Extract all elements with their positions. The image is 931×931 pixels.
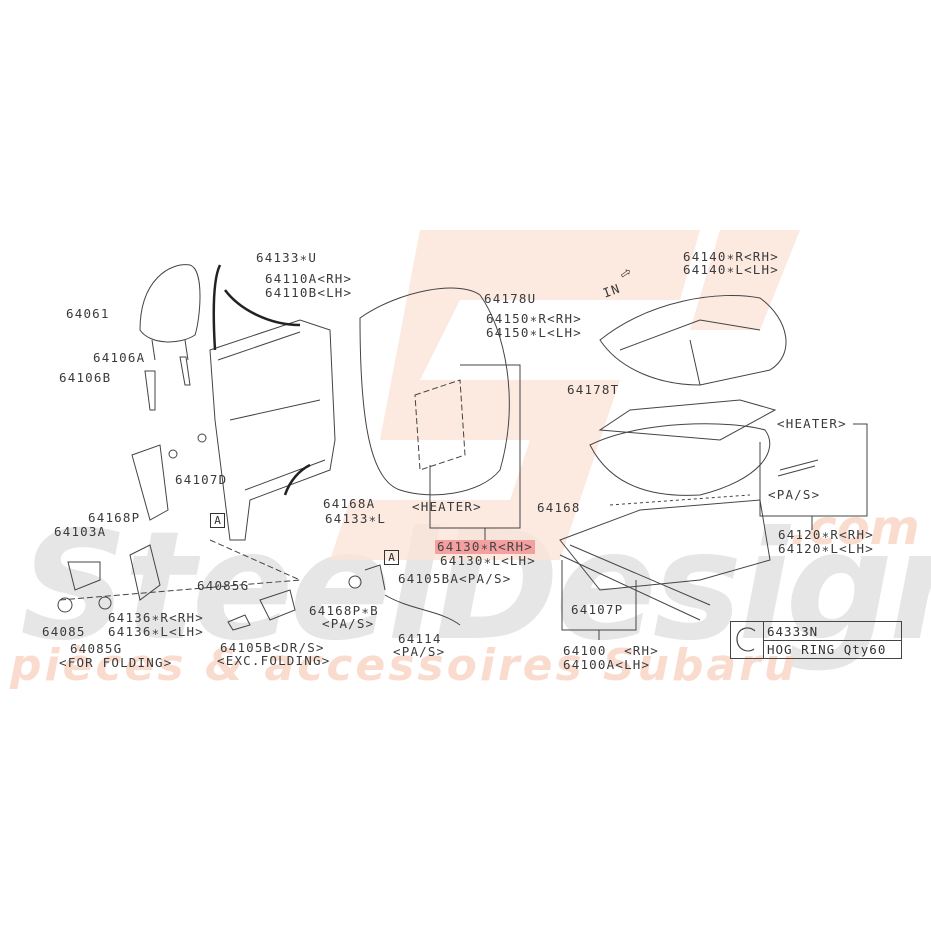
label-64168pb: 64168P∗B [309, 603, 379, 618]
label-64150l: 64150∗L<LH> [486, 325, 582, 340]
seat-heater-mat [598, 399, 777, 441]
label-64133u: 64133∗U [256, 250, 318, 265]
seat-cushion-frame [559, 499, 771, 591]
label-64140l: 64140∗L<LH> [683, 262, 779, 277]
label-64178u: 64178U [484, 291, 537, 306]
label-64110b: 64110B<LH> [265, 285, 353, 300]
label-heater-cushion: <HEATER> [777, 416, 847, 431]
hog-ring-table: 64333N HOG RING Qty60 [730, 621, 902, 659]
label-pas-64168pb: <PA/S> [322, 616, 375, 631]
label-64106a: 64106A [93, 350, 146, 365]
label-64168a: 64168A [323, 496, 376, 511]
label-64168p: 64168P [88, 510, 141, 525]
label-64120l: 64120∗L<LH> [778, 541, 874, 556]
label-pas-64114: <PA/S> [393, 644, 446, 659]
label-64105ba: 64105BA<PA/S> [398, 571, 512, 586]
lever-handle [67, 561, 101, 591]
label-64140r: 64140∗R<RH> [683, 249, 779, 264]
label-64107p: 64107P [571, 602, 624, 617]
cable [384, 594, 461, 626]
label-64061: 64061 [66, 306, 110, 321]
hog-ring-icon [731, 622, 764, 658]
label-64120r: 64120∗R<RH> [778, 527, 874, 542]
label-for-folding: <FOR FOLDING> [59, 655, 173, 670]
label-64136l: 64136∗L<LH> [108, 624, 204, 639]
watermark-tagline: pièces & accessoires Subaru [10, 640, 799, 691]
label-64110a: 64110A<RH> [265, 271, 353, 286]
label-64085g-upper: 64085G [197, 578, 250, 593]
hog-ring-part-number: 64333N [767, 624, 819, 639]
label-64133l: 64133∗L [325, 511, 387, 526]
seat-cushion-pad [589, 423, 771, 496]
label-heater-back: <HEATER> [412, 499, 482, 514]
label-pas-cushion: <PA/S> [768, 487, 821, 502]
reference-mark-a: A [210, 513, 225, 528]
side-pad [131, 444, 169, 521]
hog-ring-description: HOG RING Qty60 [767, 642, 887, 657]
seat-cushion-cover [599, 294, 787, 386]
label-64105b: 64105B<DR/S> [220, 640, 325, 655]
seat-back-frame [209, 319, 336, 541]
reference-mark-a: A [384, 550, 399, 565]
label-exc-folding: <EXC.FOLDING> [217, 653, 331, 668]
headrest [139, 264, 201, 343]
label-64114: 64114 [398, 631, 442, 646]
label-64100a: 64100A<LH> [563, 657, 651, 672]
label-64100: 64100 <RH> [563, 643, 659, 658]
label-64106b: 64106B [59, 370, 112, 385]
label-64103a: 64103A [54, 524, 107, 539]
label-64085g-lower: 64085G [70, 641, 123, 656]
label-64136r: 64136∗R<RH> [108, 610, 204, 625]
label-64178t: 64178T [567, 382, 620, 397]
label-64130r-highlighted[interactable]: 64130∗R<RH> [435, 539, 535, 554]
seat-back-pad [359, 287, 510, 496]
label-64107d: 64107D [175, 472, 228, 487]
label-64150r: 64150∗R<RH> [486, 311, 582, 326]
seat-rail [559, 544, 711, 621]
label-64130l: 64130∗L<LH> [440, 553, 536, 568]
label-64085: 64085 [42, 624, 86, 639]
label-64168: 64168 [537, 500, 581, 515]
